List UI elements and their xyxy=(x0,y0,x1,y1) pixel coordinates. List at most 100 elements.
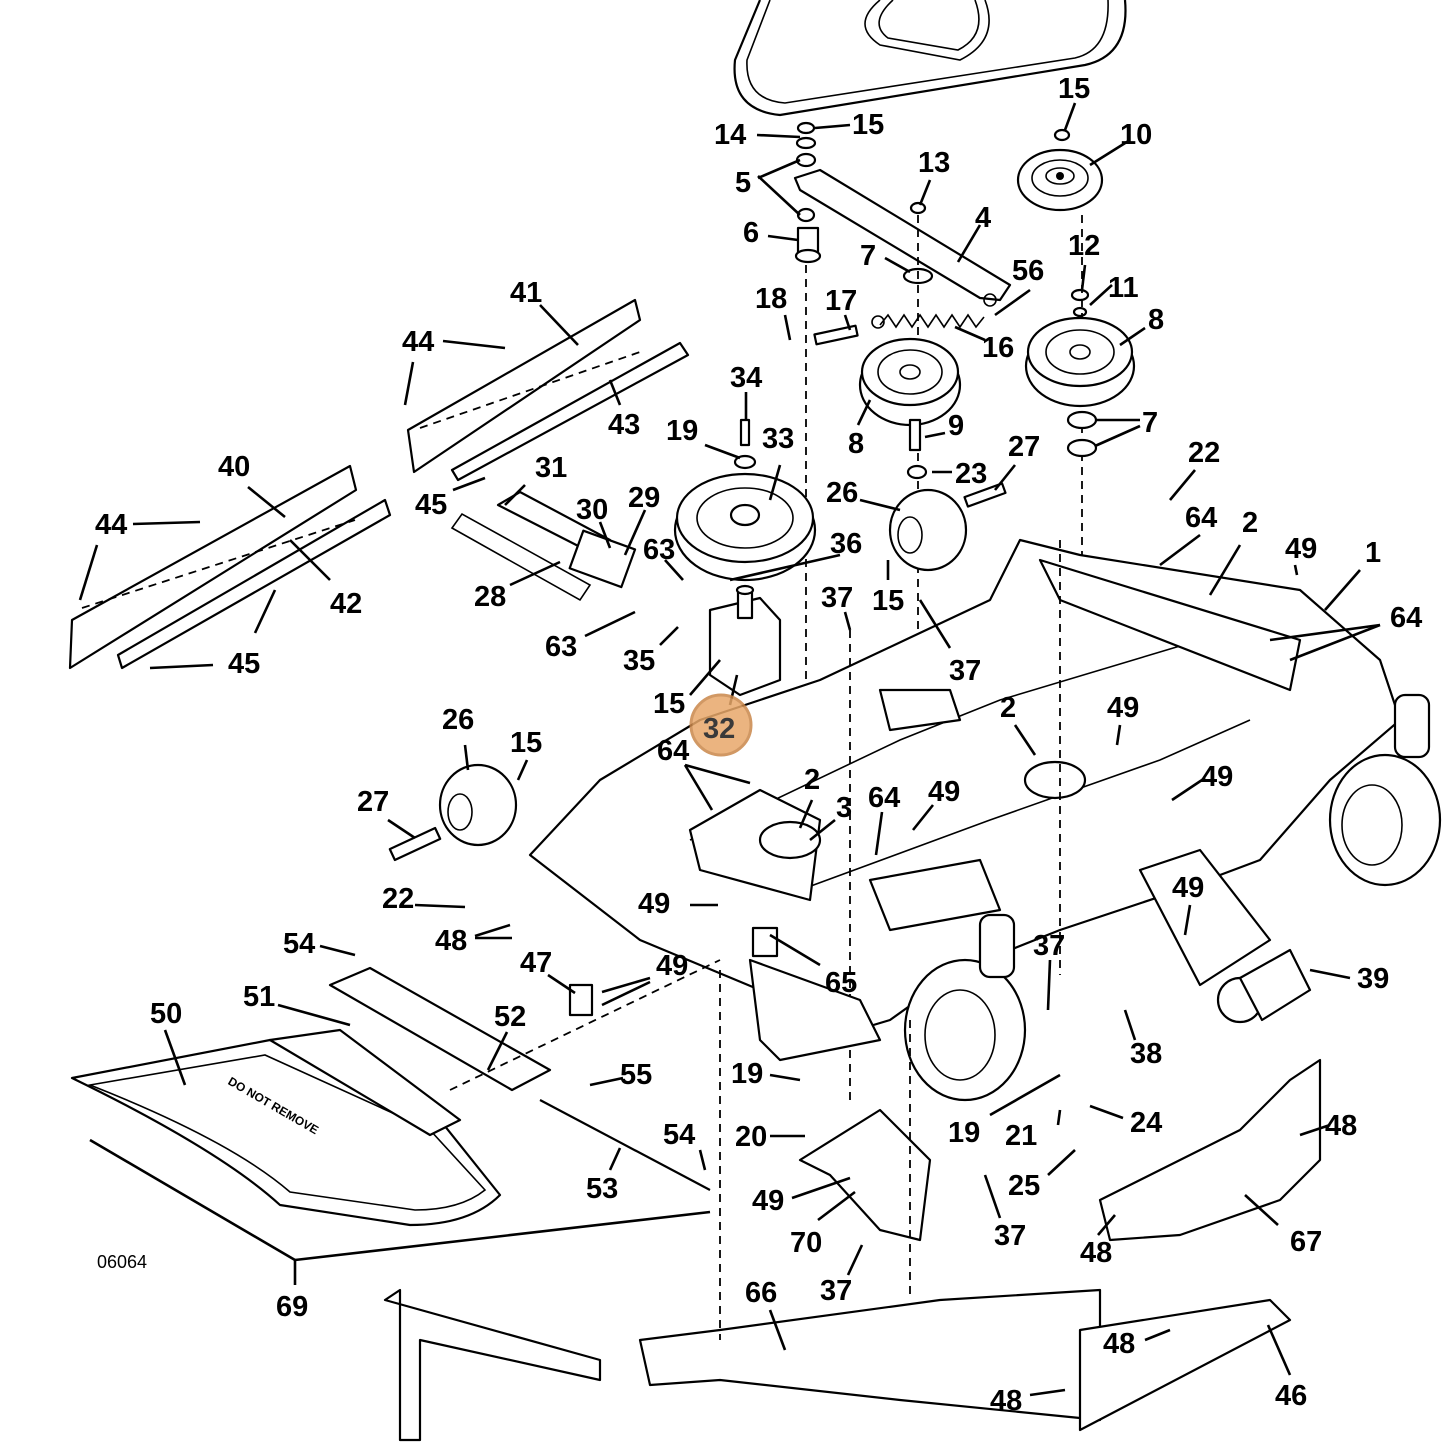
callout-label: 13 xyxy=(918,147,950,179)
callout-label: 49 xyxy=(1107,692,1139,724)
callout-label: 37 xyxy=(1033,930,1065,962)
callout-label: 31 xyxy=(535,452,567,484)
callout-label: 20 xyxy=(735,1121,767,1153)
lower-baffles xyxy=(383,1058,1322,1442)
callout-label: 40 xyxy=(218,451,250,483)
callout-label: 34 xyxy=(730,362,762,394)
callout-label: 51 xyxy=(243,981,275,1013)
callout-labels: 15 14 15 5 13 10 4 6 7 1 2 56 11 41 18 17… xyxy=(95,73,1422,1417)
callout-label: 42 xyxy=(330,588,362,620)
callout-label: 63 xyxy=(545,631,577,663)
callout-label: 69 xyxy=(276,1291,308,1323)
callout-label: 29 xyxy=(628,482,660,514)
callout-label: 64 xyxy=(1185,502,1217,534)
callout-label: 7 xyxy=(860,240,876,272)
callout-label: 70 xyxy=(790,1227,822,1259)
callout-label: 7 xyxy=(1142,407,1158,439)
callout-label: 15 xyxy=(510,727,542,759)
drive-belt xyxy=(733,0,1127,117)
callout-label: 2 xyxy=(1000,692,1016,724)
callout-label: 54 xyxy=(663,1119,695,1151)
callout-label: 27 xyxy=(1008,431,1040,463)
callout-label: 28 xyxy=(474,581,506,613)
callout-label: 27 xyxy=(357,786,389,818)
side-bracket xyxy=(568,926,882,1062)
tension-spring xyxy=(813,293,997,346)
callout-label: 48 xyxy=(1103,1328,1135,1360)
callout-label: 43 xyxy=(608,409,640,441)
callout-label: 49 xyxy=(928,776,960,808)
callout-label: 45 xyxy=(228,648,260,680)
callout-label: 35 xyxy=(623,645,655,677)
callout-label: 64 xyxy=(1390,602,1422,634)
callout-label: 50 xyxy=(150,998,182,1030)
callout-label: 5 xyxy=(735,167,751,199)
callout-label: 41 xyxy=(510,277,542,309)
callout-label: 18 xyxy=(755,283,787,315)
callout-label: 21 xyxy=(1005,1120,1037,1152)
callout-label: 19 xyxy=(731,1058,763,1090)
callout-label: 52 xyxy=(494,1001,526,1033)
callout-label: 10 xyxy=(1120,119,1152,151)
belt-shields xyxy=(68,298,690,670)
callout-label: 23 xyxy=(955,458,987,490)
callout-label: 9 xyxy=(948,410,964,442)
callout-label: 1 xyxy=(1365,537,1381,569)
callout-label: 39 xyxy=(1357,963,1389,995)
callout-label: 2 xyxy=(804,764,820,796)
highlight-marker-32 xyxy=(689,693,753,757)
figure-code: 06064 xyxy=(97,1252,147,1272)
callout-label: 15 xyxy=(852,109,884,141)
callout-label: 64 xyxy=(657,735,689,767)
callout-label: 48 xyxy=(1325,1110,1357,1142)
mower-deck xyxy=(528,538,1402,1100)
callout-label: 55 xyxy=(620,1059,652,1091)
callout-label: 49 xyxy=(656,950,688,982)
callout-label: 24 xyxy=(1130,1107,1162,1139)
callout-label: 6 xyxy=(743,217,759,249)
gauge-wheel-right xyxy=(888,488,968,572)
callout-label: 65 xyxy=(825,967,857,999)
callout-label: 67 xyxy=(1290,1226,1322,1258)
callout-label: 2 xyxy=(1242,507,1258,539)
callout-label: 15 xyxy=(872,585,904,617)
callout-label: 48 xyxy=(1080,1237,1112,1269)
callout-label: 56 xyxy=(1012,255,1044,287)
callout-label: 63 xyxy=(643,534,675,566)
callout-label: 45 xyxy=(415,489,447,521)
callout-label: 8 xyxy=(1148,304,1164,336)
callout-label: 49 xyxy=(638,888,670,920)
v-pulley-left xyxy=(858,337,962,427)
callout-label: 11 xyxy=(1108,272,1139,304)
leader-lines xyxy=(78,102,1381,1397)
callout-label: 54 xyxy=(283,928,315,960)
callout-label: 15 xyxy=(653,688,685,720)
callout-label: 46 xyxy=(1275,1380,1307,1412)
callout-label: 37 xyxy=(994,1220,1026,1252)
discharge-deflector: DO NOT REMOVE xyxy=(70,966,552,1227)
callout-label: 37 xyxy=(949,655,981,687)
callout-label: 26 xyxy=(442,704,474,736)
callout-label: 49 xyxy=(1285,533,1317,565)
callout-label: 48 xyxy=(990,1385,1022,1417)
callout-label: 4 xyxy=(975,202,991,234)
callout-label: 22 xyxy=(382,883,414,915)
callout-label: 22 xyxy=(1188,437,1220,469)
callout-label: 14 xyxy=(714,119,746,151)
callout-label: 44 xyxy=(402,326,434,358)
callout-label: 8 xyxy=(848,428,864,460)
callout-label: 30 xyxy=(576,494,608,526)
callout-label: 49 xyxy=(752,1185,784,1217)
caster-wheel-front xyxy=(903,913,1027,1102)
callout-label: 17 xyxy=(825,285,857,317)
callout-label: 37 xyxy=(820,1275,852,1307)
callout-label: 47 xyxy=(520,947,552,979)
callout-label: 53 xyxy=(586,1173,618,1205)
callout-label: 64 xyxy=(868,782,900,814)
gearbox-assembly xyxy=(450,490,782,697)
callout-label: 49 xyxy=(1201,761,1233,793)
deflector-rod xyxy=(449,959,911,1340)
callout-label: 38 xyxy=(1130,1038,1162,1070)
callout-label: 26 xyxy=(826,477,858,509)
